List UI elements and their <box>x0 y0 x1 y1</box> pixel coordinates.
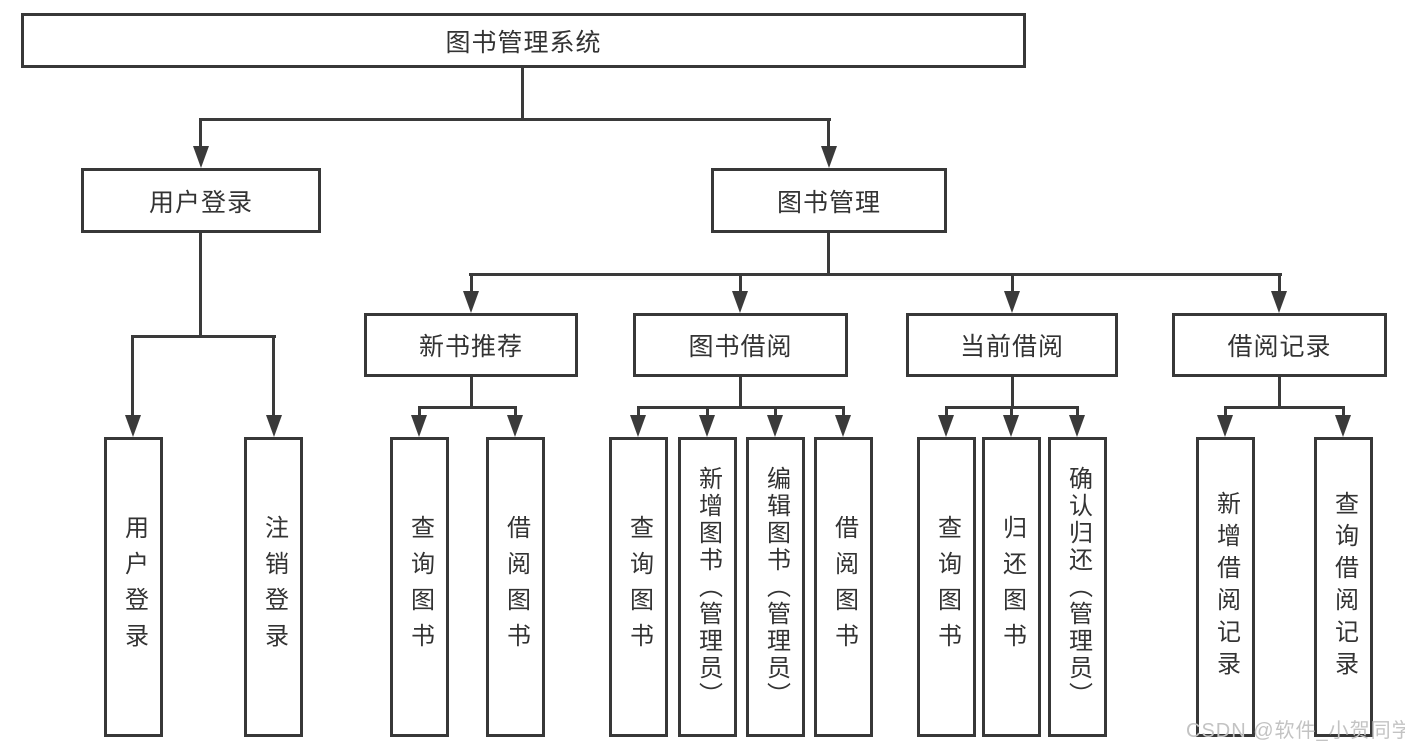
leaf-query-borrow-record-label: 查询借阅记录 <box>1330 491 1358 683</box>
connector-line <box>470 273 473 293</box>
leaf-add-book-admin: 新增图书（管理员） <box>678 437 737 737</box>
arrow-down-icon <box>463 291 479 313</box>
leaf-confirm-return-admin: 确认归还（管理员） <box>1048 437 1107 737</box>
leaf-query-books-2: 查询图书 <box>609 437 668 737</box>
arrow-down-icon <box>1004 291 1020 313</box>
leaf-add-book-admin-label: 新增图书（管理员） <box>694 465 722 709</box>
leaf-borrow-books-2: 借阅图书 <box>814 437 873 737</box>
arrow-down-icon <box>938 415 954 437</box>
connector-line <box>131 335 276 338</box>
arrow-down-icon <box>630 415 646 437</box>
arrow-down-icon <box>835 415 851 437</box>
connector-line <box>842 406 845 418</box>
connector-line <box>945 406 948 418</box>
arrow-down-icon <box>411 415 427 437</box>
arrow-down-icon <box>266 415 282 437</box>
connector-line <box>1011 273 1014 293</box>
connector-line <box>1278 377 1281 407</box>
arrow-down-icon <box>125 415 141 437</box>
arrow-down-icon <box>1003 415 1019 437</box>
leaf-query-books-3: 查询图书 <box>917 437 976 737</box>
arrow-down-icon <box>821 146 837 168</box>
arrow-down-icon <box>1069 415 1085 437</box>
node-book-management-label: 图书管理 <box>776 188 881 217</box>
arrow-down-icon <box>1271 291 1287 313</box>
leaf-user-login-label: 用户登录 <box>120 515 148 659</box>
node-book-management: 图书管理 <box>711 168 947 233</box>
node-new-book-recommend-label: 新书推荐 <box>418 333 523 361</box>
connector-line <box>131 335 134 417</box>
connector-line <box>774 406 777 418</box>
arrow-down-icon <box>507 415 523 437</box>
leaf-edit-book-admin-label: 编辑图书（管理员） <box>762 465 790 709</box>
connector-line <box>199 233 202 335</box>
connector-line <box>637 406 845 409</box>
connector-line <box>739 273 742 293</box>
leaf-query-books-1-label: 查询图书 <box>406 515 434 659</box>
leaf-add-borrow-record: 新增借阅记录 <box>1196 437 1255 737</box>
leaf-borrow-books-1: 借阅图书 <box>486 437 545 737</box>
leaf-return-book: 归还图书 <box>982 437 1041 737</box>
leaf-borrow-books-1-label: 借阅图书 <box>502 515 530 659</box>
connector-line <box>1076 406 1079 418</box>
leaf-query-books-2-label: 查询图书 <box>625 515 653 659</box>
node-root-label: 图书管理系统 <box>445 28 602 57</box>
connector-line <box>1224 406 1345 409</box>
connector-line <box>1010 406 1013 418</box>
leaf-logout: 注销登录 <box>244 437 303 737</box>
connector-line <box>1224 406 1227 418</box>
arrow-down-icon <box>193 146 209 168</box>
arrow-down-icon <box>732 291 748 313</box>
connector-line <box>272 335 275 417</box>
connector-line <box>637 406 640 418</box>
leaf-edit-book-admin: 编辑图书（管理员） <box>746 437 805 737</box>
node-book-borrowing-label: 图书借阅 <box>688 333 793 361</box>
connector-line <box>739 377 742 407</box>
node-current-borrowing: 当前借阅 <box>906 313 1118 377</box>
connector-line <box>514 406 517 418</box>
connector-line <box>706 406 709 418</box>
leaf-add-borrow-record-label: 新增借阅记录 <box>1212 491 1240 683</box>
leaf-query-books-3-label: 查询图书 <box>933 515 961 659</box>
leaf-logout-label: 注销登录 <box>260 515 288 659</box>
connector-line <box>827 233 830 274</box>
node-book-borrowing: 图书借阅 <box>633 313 848 377</box>
connector-line <box>199 118 202 148</box>
node-borrowing-records: 借阅记录 <box>1172 313 1387 377</box>
connector-line <box>469 273 1282 276</box>
arrow-down-icon <box>1335 415 1351 437</box>
connector-line <box>470 377 473 407</box>
leaf-user-login: 用户登录 <box>104 437 163 737</box>
connector-line <box>199 118 831 121</box>
leaf-query-books-1: 查询图书 <box>390 437 449 737</box>
arrow-down-icon <box>1217 415 1233 437</box>
node-borrowing-records-label: 借阅记录 <box>1227 333 1332 361</box>
arrow-down-icon <box>699 415 715 437</box>
node-root: 图书管理系统 <box>21 13 1026 68</box>
connector-line <box>418 406 517 409</box>
connector-line <box>418 406 421 418</box>
csdn-watermark: CSDN @软件_小贺同学 <box>1186 720 1405 742</box>
connector-line <box>1278 273 1281 293</box>
connector-line <box>827 118 830 148</box>
node-user-login-label: 用户登录 <box>148 188 253 217</box>
leaf-borrow-books-2-label: 借阅图书 <box>830 515 858 659</box>
node-new-book-recommend: 新书推荐 <box>364 313 578 377</box>
connector-line <box>1342 406 1345 418</box>
leaf-return-book-label: 归还图书 <box>998 515 1026 659</box>
leaf-confirm-return-admin-label: 确认归还（管理员） <box>1064 465 1092 709</box>
node-current-borrowing-label: 当前借阅 <box>959 333 1064 361</box>
arrow-down-icon <box>767 415 783 437</box>
connector-line <box>1011 377 1014 407</box>
leaf-query-borrow-record: 查询借阅记录 <box>1314 437 1373 737</box>
connector-line <box>521 68 524 119</box>
node-user-login: 用户登录 <box>81 168 321 233</box>
